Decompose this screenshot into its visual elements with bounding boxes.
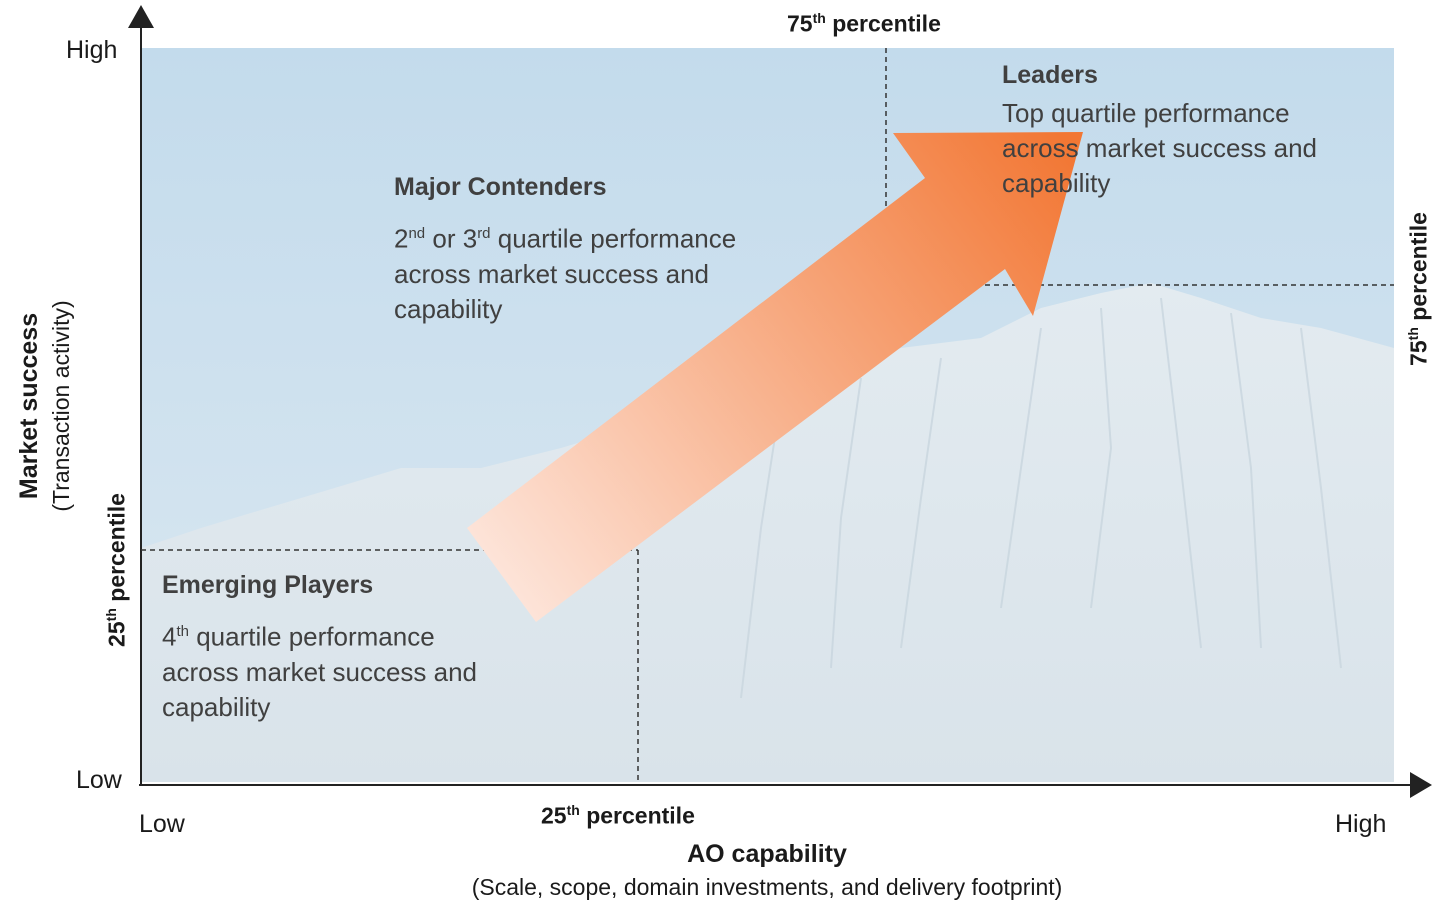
leaders-desc-line1: Top quartile performance [1002,98,1290,128]
major-contenders-quadrant: Major Contenders 2nd or 3rd quartile per… [394,173,736,327]
y-axis-arrowhead [128,5,154,28]
y-axis-low-label: Low [76,766,122,794]
x-axis-subtitle: (Scale, scope, domain investments, and d… [471,874,1063,900]
y-axis-title: Market success [15,312,43,500]
x-axis-75th-percentile: 75th percentile [787,10,941,37]
leaders-desc-line2: across market success and [1002,133,1318,163]
arrow-shape [467,132,1083,622]
mountain-shape [141,283,1394,782]
leaders-quadrant: Leaders Top quartile performance across … [1002,61,1317,201]
leaders-desc-line3: capability [1002,168,1111,198]
x-axis-arrowhead [1410,772,1432,798]
x-axis-low-label: Low [139,810,185,838]
x-axis-25th-percentile: 25th percentile [541,802,695,829]
x-axis-title: AO capability [687,840,847,868]
major-desc-line3: capability [394,293,503,324]
major-desc-line2: across market success and [394,258,710,289]
leaders-description: Top quartile performance across market s… [1002,96,1317,201]
emerging-desc-line2: across market success and [162,656,478,687]
y-axis-high-label: High [66,36,118,64]
emerging-players-title: Emerging Players [162,571,374,599]
leaders-title: Leaders [1002,61,1098,89]
emerging-players-quadrant: Emerging Players 4th quartile performanc… [162,571,477,725]
emerging-desc-line3: capability [162,691,271,722]
y-axis-25th-percentile: 25th percentile [103,493,130,647]
emerging-players-description: 4th quartile performance across market s… [162,614,477,725]
plot-background [141,48,1394,782]
emerging-desc-line1: 4th quartile performance [162,621,435,652]
y-axis-subtitle: (Transaction activity) [48,300,74,512]
x-axis-high-label: High [1335,810,1387,838]
y-axis-75th-percentile: 75th percentile [1405,212,1432,366]
major-contenders-description: 2nd or 3rd quartile performance across m… [394,216,736,327]
major-contenders-title: Major Contenders [394,173,607,201]
major-desc-line1: 2nd or 3rd quartile performance [394,223,737,254]
